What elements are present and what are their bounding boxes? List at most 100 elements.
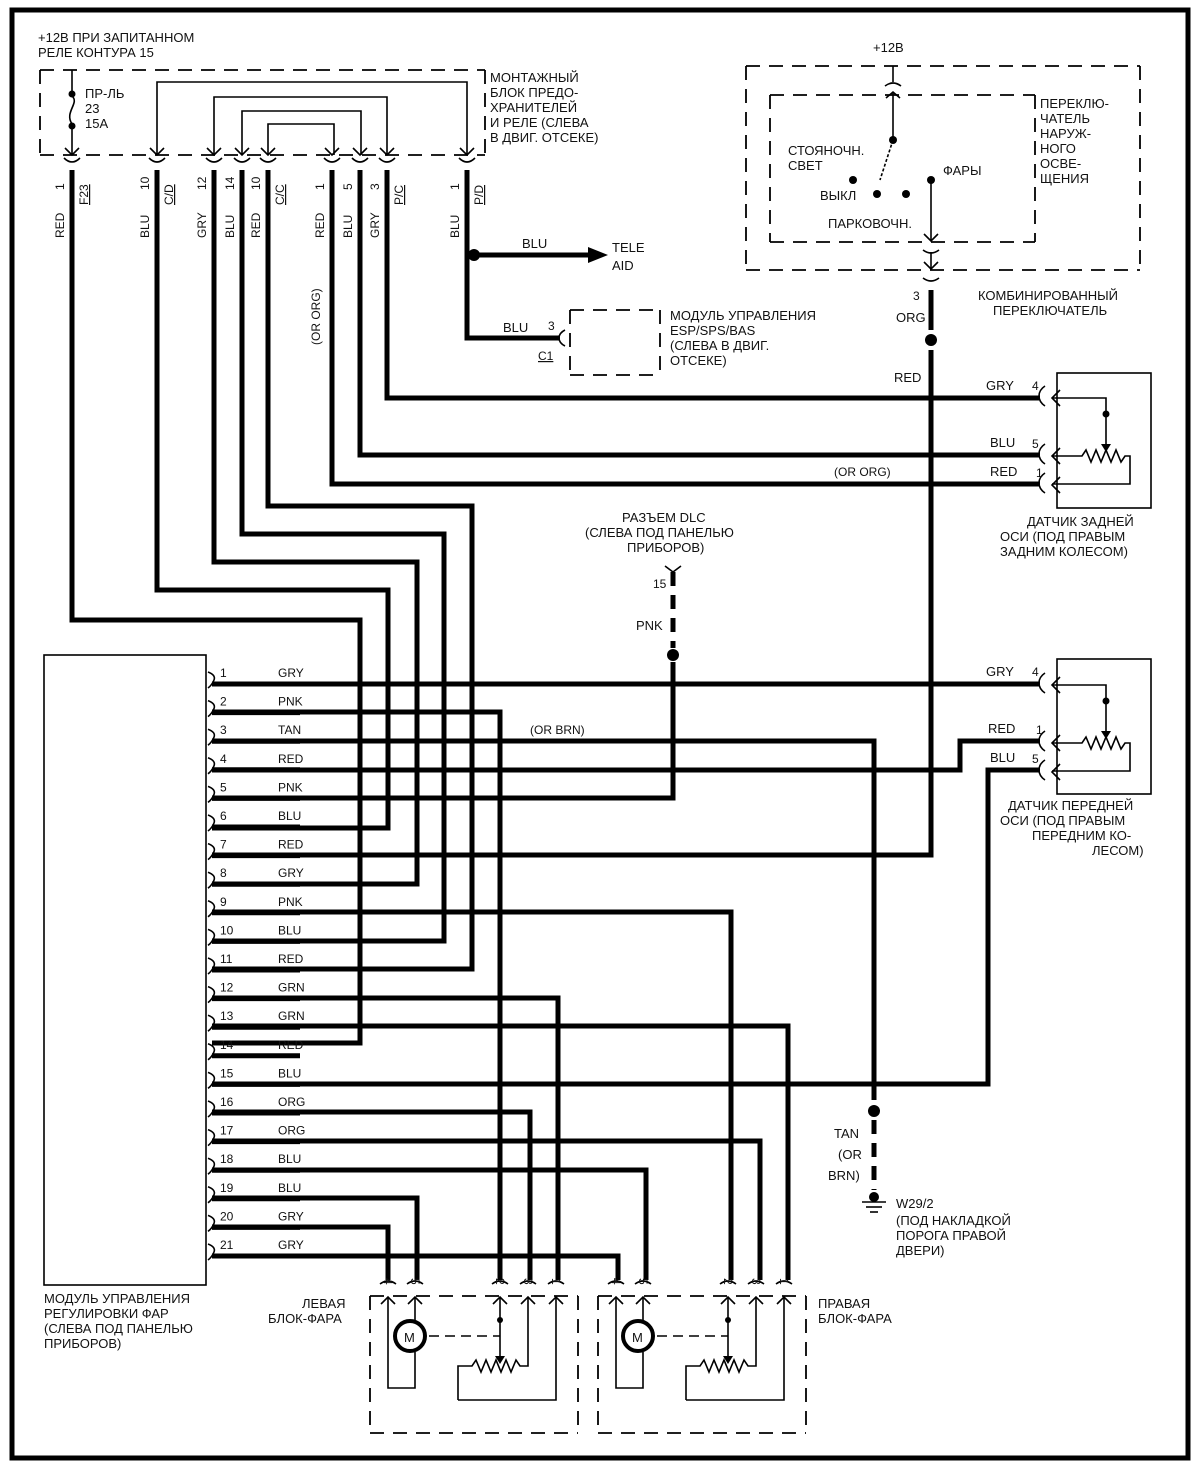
module-pin-number: 10 <box>220 923 234 937</box>
switch-label-parking-2: СВЕТ <box>788 158 823 173</box>
module-pin-wire: RED <box>278 1038 304 1052</box>
headlamp-terminal-icon <box>548 1295 564 1305</box>
fuse-pin-number: 3 <box>368 183 382 190</box>
right-headlamp-label-1: ПРАВАЯ <box>818 1296 870 1311</box>
switch-label-park: ПАРКОВОЧН. <box>828 216 912 231</box>
esp-label-3: ОТСЕКЕ) <box>670 353 727 368</box>
wires-main <box>69 170 1040 1046</box>
wire-blu-pd1-to-esp <box>464 170 560 341</box>
fuse-box-terminal-icon <box>352 147 368 157</box>
module-pin-number: 5 <box>220 780 227 794</box>
switch-label-1: ЧАТЕЛЬ <box>1040 111 1090 126</box>
motor-symbol: M <box>632 1330 643 1345</box>
fuse-box-label-3: И РЕЛЕ (СЛЕВА <box>490 115 589 130</box>
headlamp-pin-number: 1 <box>549 1278 563 1285</box>
fuse-pin-number: 10 <box>249 176 263 190</box>
switch-label-headlamps: ФАРЫ <box>943 163 981 178</box>
jumper-14-5 <box>241 110 362 155</box>
module-label-0: МОДУЛЬ УПРАВЛЕНИЯ <box>44 1291 190 1306</box>
front-axle-sensor: GRY 4 RED 1 BLU 5 ДАТЧИК ПЕРЕДНЕЙ ОСИ (П… <box>986 658 1152 858</box>
fuse-pin-number: 5 <box>341 183 355 190</box>
fuse-pin-number: 14 <box>223 176 237 190</box>
pin-connector-icon <box>207 785 216 804</box>
headlamp-pin-number: 5 <box>408 1278 422 1285</box>
wire-tan-pin3-to-ground <box>212 738 877 1100</box>
headlamp-pin-number: 3 <box>521 1278 535 1285</box>
module-pin-wire: PNK <box>278 780 303 794</box>
module-pin-wire: ORG <box>278 1124 305 1138</box>
headlamp-connector-icon <box>519 1280 537 1285</box>
headlamp-connector-icon <box>406 1280 424 1285</box>
tele-aid-label-2: AID <box>612 258 634 273</box>
rear-sensor-wire-0: GRY <box>986 378 1014 393</box>
tele-aid-wire-label: BLU <box>522 236 547 251</box>
front-sensor-label-0: ДАТЧИК ПЕРЕДНЕЙ <box>1008 798 1133 813</box>
front-sensor-wire-1: RED <box>988 721 1015 736</box>
headlamp-connector-icon <box>634 1280 652 1285</box>
headlamp-terminal-icon <box>520 1295 536 1305</box>
headlamp-pin-number: 1 <box>777 1278 791 1285</box>
rear-axle-sensor: GRY 4 BLU 5 RED 1 (OR ORG) ДАТЧИК ЗАДНЕЙ… <box>834 372 1152 559</box>
fuse-pin-wire-color: RED <box>249 212 263 238</box>
left-headlamp-label-1: ЛЕВАЯ <box>302 1296 346 1311</box>
fuse-box-terminal-icon <box>149 147 165 157</box>
wire-blu-5-to-rear-sensor-5 <box>357 170 1040 458</box>
headlamp-terminal-icon <box>608 1295 624 1305</box>
power-title-line1: +12В ПРИ ЗАПИТАННОМ <box>38 30 194 45</box>
module-pin-wire: RED <box>278 838 304 852</box>
rear-sensor-pin-1: 5 <box>1032 437 1039 451</box>
rear-sensor-pin-0: 4 <box>1032 379 1039 393</box>
module-pin-wire: GRY <box>278 1209 304 1223</box>
wire-pnk-pin9-to-right-2 <box>212 909 734 1280</box>
dlc-label-1: (СЛЕВА ПОД ПАНЕЛЬЮ <box>585 525 734 540</box>
front-sensor-label-1: ОСИ (ПОД ПРАВЫМ <box>1000 813 1125 828</box>
ground-point: TAN (OR BRN) W29/2 (ПОД НАКЛАДКОЙ ПОРОГА… <box>828 1105 1011 1258</box>
front-sensor-label-2: ПЕРЕДНИМ КО- <box>1032 828 1131 843</box>
module-pin-number: 3 <box>220 723 227 737</box>
pin-connector-icon <box>207 900 216 918</box>
module-pin-number: 2 <box>220 695 227 709</box>
fuse-pin-wire-color: BLU <box>138 215 152 238</box>
switch-label-0: ПЕРЕКЛЮ- <box>1040 96 1109 111</box>
module-pin-wire: BLU <box>278 809 301 823</box>
switch-label-5: ЩЕНИЯ <box>1040 171 1089 186</box>
fuse-box-connectors <box>63 147 476 163</box>
module-pin-number: 8 <box>220 866 227 880</box>
ground-wire-3: BRN) <box>828 1168 860 1183</box>
fuse-pin-wire-color: GRY <box>195 212 209 238</box>
jumper-12-pc3 <box>213 96 388 155</box>
fuse-box-terminal-icon <box>234 147 250 157</box>
switch-label-3: НОГО <box>1040 141 1076 156</box>
switch-pos-off <box>873 190 881 198</box>
splice-combo <box>925 334 937 346</box>
wire-pnk-pin2-to-left-2 <box>212 709 503 1280</box>
combo-pin: 3 <box>913 289 920 303</box>
front-sensor-pin-2: 5 <box>1032 752 1039 766</box>
rear-sensor-label-2: ЗАДНИМ КОЛЕСОМ) <box>1000 544 1128 559</box>
wire-connector-icon <box>458 157 476 163</box>
module-pin: 5 PNK <box>207 780 303 804</box>
splice-dlc <box>667 649 679 661</box>
fuse-connector-id: C/C <box>273 184 287 205</box>
jumper-cc10-1 <box>267 123 335 155</box>
module-pin-number: 13 <box>220 1009 234 1023</box>
fuse-box: МОНТАЖНЫЙ БЛОК ПРЕДО- ХРАНИТЕЛЕЙ И РЕЛЕ … <box>39 69 598 156</box>
rear-sensor-alt-note: (OR ORG) <box>834 465 891 479</box>
fuse-connector-id: P/C <box>392 185 406 205</box>
combo-wire-out: ORG <box>896 310 926 325</box>
headlamp-terminal-icon <box>748 1295 764 1305</box>
pin-connector-icon <box>207 1043 216 1061</box>
headlamp-connector-icon <box>607 1280 625 1285</box>
esp-label-0: МОДУЛЬ УПРАВЛЕНИЯ <box>670 308 816 323</box>
esp-module: BLU 3 C1 МОДУЛЬ УПРАВЛЕНИЯ ESP/SPS/BAS (… <box>503 308 816 376</box>
wire-red-cc10-to-pin11 <box>212 170 475 972</box>
